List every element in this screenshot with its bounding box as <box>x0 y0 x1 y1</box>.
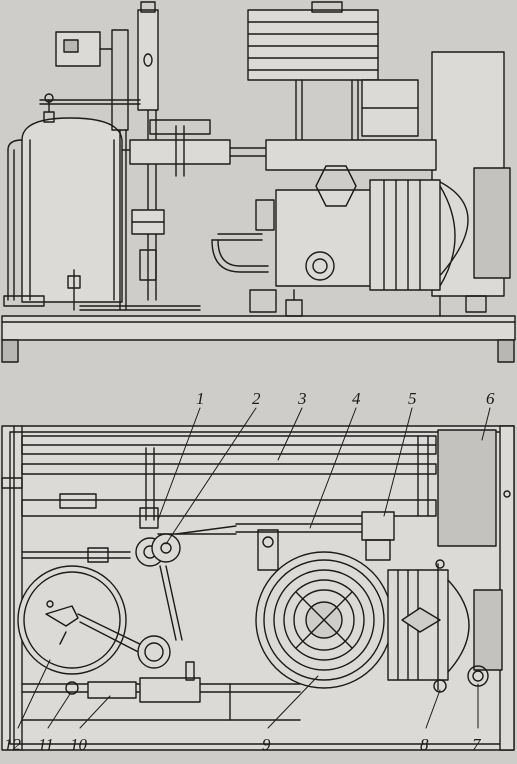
solenoid-valve-assembly <box>39 1 159 311</box>
discharge-pipes-side <box>121 119 291 273</box>
condenser-fan-plan <box>255 529 393 689</box>
suction-pipe-plan <box>21 447 237 563</box>
callout-5: 5 <box>408 389 417 408</box>
base-frame <box>1 315 516 363</box>
discharge-line-plan <box>235 511 395 561</box>
callout-7: 7 <box>472 735 481 754</box>
side-elevation-view <box>1 1 516 363</box>
top-rails <box>21 435 437 517</box>
callout-1: 1 <box>196 389 205 408</box>
callout-4: 4 <box>352 389 361 408</box>
condenser-fins-side <box>247 1 419 141</box>
callout-10: 10 <box>70 735 87 754</box>
callout-9: 9 <box>262 735 271 754</box>
callout-8: 8 <box>420 735 429 754</box>
fan-housing-side <box>431 51 511 317</box>
fan-housing-plan <box>437 425 515 751</box>
callout-12: 12 <box>4 735 21 754</box>
callout-11: 11 <box>38 735 54 754</box>
shutoff-valve-plan <box>135 525 237 641</box>
compressor-plan <box>387 559 503 693</box>
liquid-receiver-plan <box>17 565 171 675</box>
callout-2: 2 <box>252 389 261 408</box>
liquid-line-plan <box>21 661 301 721</box>
compressor-side <box>249 139 456 317</box>
top-plan-view <box>1 407 515 751</box>
callout-leaders <box>17 407 491 729</box>
filter-drier-side <box>67 209 201 311</box>
callout-3: 3 <box>298 389 307 408</box>
liquid-receiver-side <box>3 93 123 307</box>
callout-6: 6 <box>486 389 495 408</box>
